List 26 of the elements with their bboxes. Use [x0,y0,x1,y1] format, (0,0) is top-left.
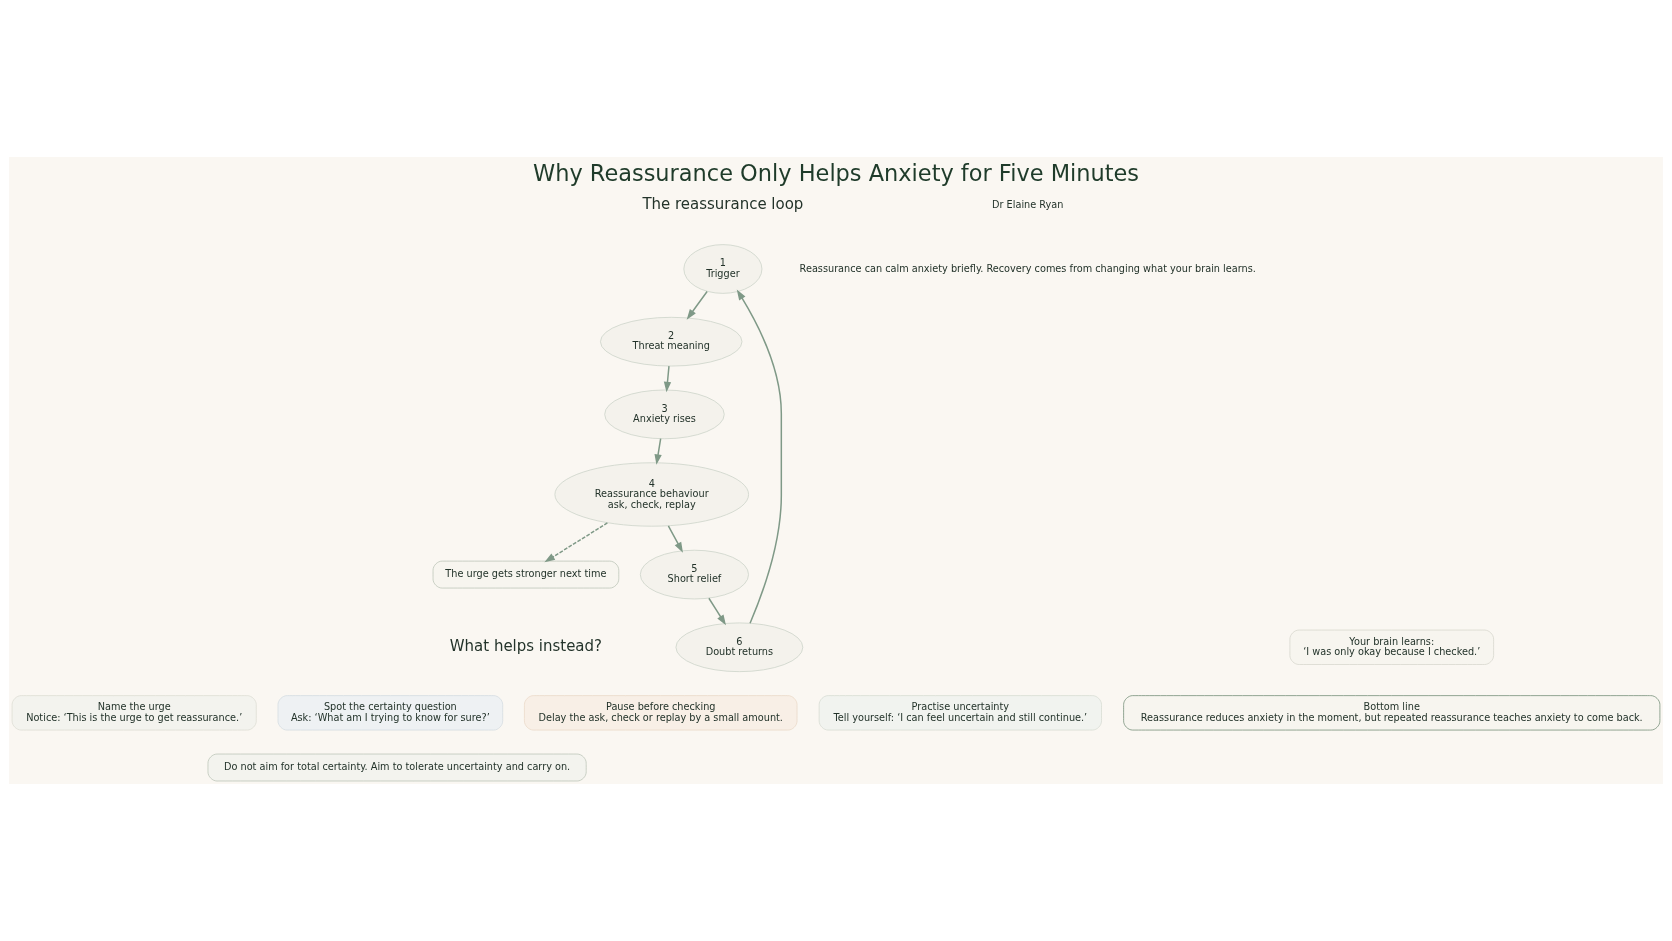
arrow [736,289,783,624]
arrow [686,290,708,320]
node-box: Your brain learns: ‘I was only okay because I checked.’ [1289,629,1494,665]
node-box: Do not aim for total certainty. Aim to tolerate uncertainty and carry on. [207,753,587,782]
node-ellipse: 5 Short relief [639,549,749,600]
label: Reassurance can calm anxiety briefly. Recovery comes from changing what your brain learns. [799,262,1256,274]
arrow [667,525,683,553]
label: What helps instead? [449,637,602,656]
node-box: Spot the certainty question Ask: ‘What am I trying to know for sure?’ [277,695,504,731]
label: The reassurance loop [642,195,804,214]
arrow [544,522,609,563]
node-ellipse: 2 Threat meaning [600,316,743,367]
node-ellipse: 6 Doubt returns [675,622,804,673]
arrow [663,365,672,393]
arrow [654,437,662,465]
node-box: Practise uncertainty Tell yourself: ‘I can feel uncertain and still continue.’ [818,695,1102,731]
node-box: Name the urge Notice: ‘This is the urge to get reassurance.’ [11,695,257,731]
label: Dr Elaine Ryan [992,199,1064,211]
arrow [708,597,726,626]
node-ellipse: 3 Anxiety rises [604,389,725,440]
node-box: The urge gets stronger next time [432,560,620,589]
node-ellipse: 4 Reassurance behaviour ask, check, replay [554,462,749,527]
node-box: Bottom line Reassurance reduces anxiety in the moment, but repeated reassurance teaches anxiety to come back. [1123,695,1661,731]
diagram-title: Why Reassurance Only Helps Anxiety for Five Minutes [532,159,1140,186]
node-box: Pause before checking Delay the ask, check or replay by a small amount. [524,695,798,731]
node-ellipse: 1 Trigger [683,244,763,294]
